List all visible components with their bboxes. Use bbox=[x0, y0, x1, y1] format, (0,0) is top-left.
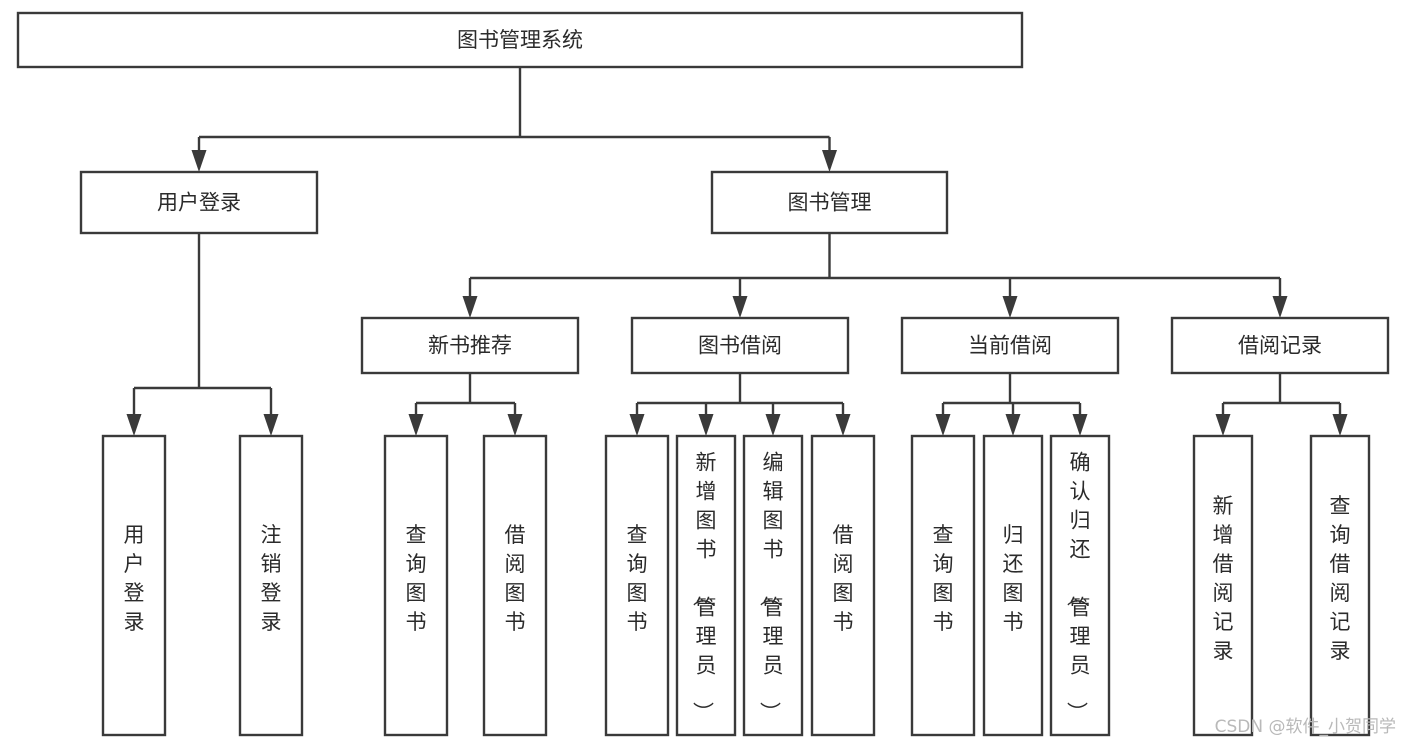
node-label: 查询图书 bbox=[933, 523, 954, 634]
node-leaf-edit-book[interactable]: 编辑图书（管理员） bbox=[742, 434, 804, 737]
arrow-head-icon bbox=[1272, 296, 1288, 318]
node-label: 注销登录 bbox=[261, 523, 282, 634]
node-box bbox=[910, 434, 976, 737]
node-box bbox=[238, 434, 304, 737]
node-label: 当前借阅 bbox=[968, 334, 1052, 358]
node-leaf-confirm-return[interactable]: 确认归还（管理员） bbox=[1049, 434, 1111, 737]
node-label: 借阅图书 bbox=[833, 523, 854, 634]
node-label: 查询图书 bbox=[406, 523, 427, 634]
node-root[interactable]: 图书管理系统 bbox=[16, 11, 1024, 69]
node-current-borrow[interactable]: 当前借阅 bbox=[900, 316, 1120, 375]
arrow-head-icon bbox=[1005, 414, 1021, 436]
arrow-head-icon bbox=[1072, 414, 1088, 436]
csdn-watermark: CSDN @软件_小贺同学 bbox=[1215, 717, 1396, 737]
arrow-head-icon bbox=[462, 296, 478, 318]
node-box bbox=[982, 434, 1044, 737]
node-label: 编辑图书（管理员） bbox=[758, 451, 784, 723]
node-leaf-user-login[interactable]: 用户登录 bbox=[101, 434, 167, 737]
arrow-head-icon bbox=[126, 414, 142, 436]
node-label: 图书管理系统 bbox=[457, 28, 583, 52]
node-label: 新增图书（管理员） bbox=[691, 451, 717, 723]
connector-layer bbox=[126, 67, 1348, 436]
arrow-head-icon bbox=[822, 150, 837, 172]
node-leaf-borrow-book-2[interactable]: 借阅图书 bbox=[810, 434, 876, 737]
node-label: 图书管理 bbox=[788, 191, 872, 215]
arrow-head-icon bbox=[191, 150, 207, 172]
arrow-head-icon bbox=[1215, 414, 1231, 436]
node-leaf-query-book-2[interactable]: 查询图书 bbox=[604, 434, 670, 737]
node-box bbox=[810, 434, 876, 737]
arrow-head-icon bbox=[408, 414, 424, 436]
node-box bbox=[1170, 316, 1390, 375]
node-label: 用户登录 bbox=[157, 191, 241, 215]
node-box bbox=[900, 316, 1120, 375]
node-label: 借阅记录 bbox=[1238, 334, 1322, 358]
node-label: 归还图书 bbox=[1003, 523, 1024, 634]
arrow-head-icon bbox=[765, 414, 781, 436]
node-new-book-rec[interactable]: 新书推荐 bbox=[360, 316, 580, 375]
node-book-borrow[interactable]: 图书借阅 bbox=[630, 316, 850, 375]
node-box bbox=[630, 316, 850, 375]
node-leaf-return-book[interactable]: 归还图书 bbox=[982, 434, 1044, 737]
node-label: 新书推荐 bbox=[428, 334, 512, 358]
arrow-head-icon bbox=[835, 414, 851, 436]
arrow-head-icon bbox=[263, 414, 279, 436]
node-leaf-borrow-book-1[interactable]: 借阅图书 bbox=[482, 434, 548, 737]
node-label: 查询借阅记录 bbox=[1330, 494, 1351, 663]
node-box bbox=[742, 434, 804, 737]
node-leaf-query-record[interactable]: 查询借阅记录 bbox=[1309, 434, 1371, 737]
node-layer: 图书管理系统用户登录图书管理新书推荐图书借阅当前借阅借阅记录用户登录注销登录查询… bbox=[16, 11, 1390, 737]
node-box bbox=[16, 11, 1024, 69]
arrow-head-icon bbox=[1002, 296, 1018, 318]
arrow-head-icon bbox=[732, 296, 748, 318]
node-label: 借阅图书 bbox=[505, 523, 526, 634]
arrow-head-icon bbox=[698, 414, 714, 436]
node-leaf-add-book[interactable]: 新增图书（管理员） bbox=[675, 434, 737, 737]
node-box bbox=[482, 434, 548, 737]
node-label: 新增借阅记录 bbox=[1213, 494, 1234, 663]
node-box bbox=[360, 316, 580, 375]
node-box bbox=[710, 170, 949, 235]
node-box bbox=[101, 434, 167, 737]
node-book-manage[interactable]: 图书管理 bbox=[710, 170, 949, 235]
node-box bbox=[1309, 434, 1371, 737]
node-leaf-query-book-1[interactable]: 查询图书 bbox=[383, 434, 449, 737]
arrow-head-icon bbox=[935, 414, 951, 436]
arrow-head-icon bbox=[507, 414, 523, 436]
arrow-head-icon bbox=[1332, 414, 1348, 436]
node-leaf-add-record[interactable]: 新增借阅记录 bbox=[1192, 434, 1254, 737]
node-user-login[interactable]: 用户登录 bbox=[79, 170, 319, 235]
node-label: 用户登录 bbox=[124, 523, 145, 634]
node-box bbox=[675, 434, 737, 737]
node-label: 查询图书 bbox=[627, 523, 648, 634]
node-leaf-query-book-3[interactable]: 查询图书 bbox=[910, 434, 976, 737]
node-borrow-record[interactable]: 借阅记录 bbox=[1170, 316, 1390, 375]
arrow-head-icon bbox=[629, 414, 645, 436]
node-leaf-logout[interactable]: 注销登录 bbox=[238, 434, 304, 737]
node-box bbox=[1049, 434, 1111, 737]
node-box bbox=[79, 170, 319, 235]
node-box bbox=[1192, 434, 1254, 737]
node-box bbox=[383, 434, 449, 737]
node-label: 确认归还（管理员） bbox=[1065, 451, 1091, 723]
node-box bbox=[604, 434, 670, 737]
node-label: 图书借阅 bbox=[698, 334, 782, 358]
